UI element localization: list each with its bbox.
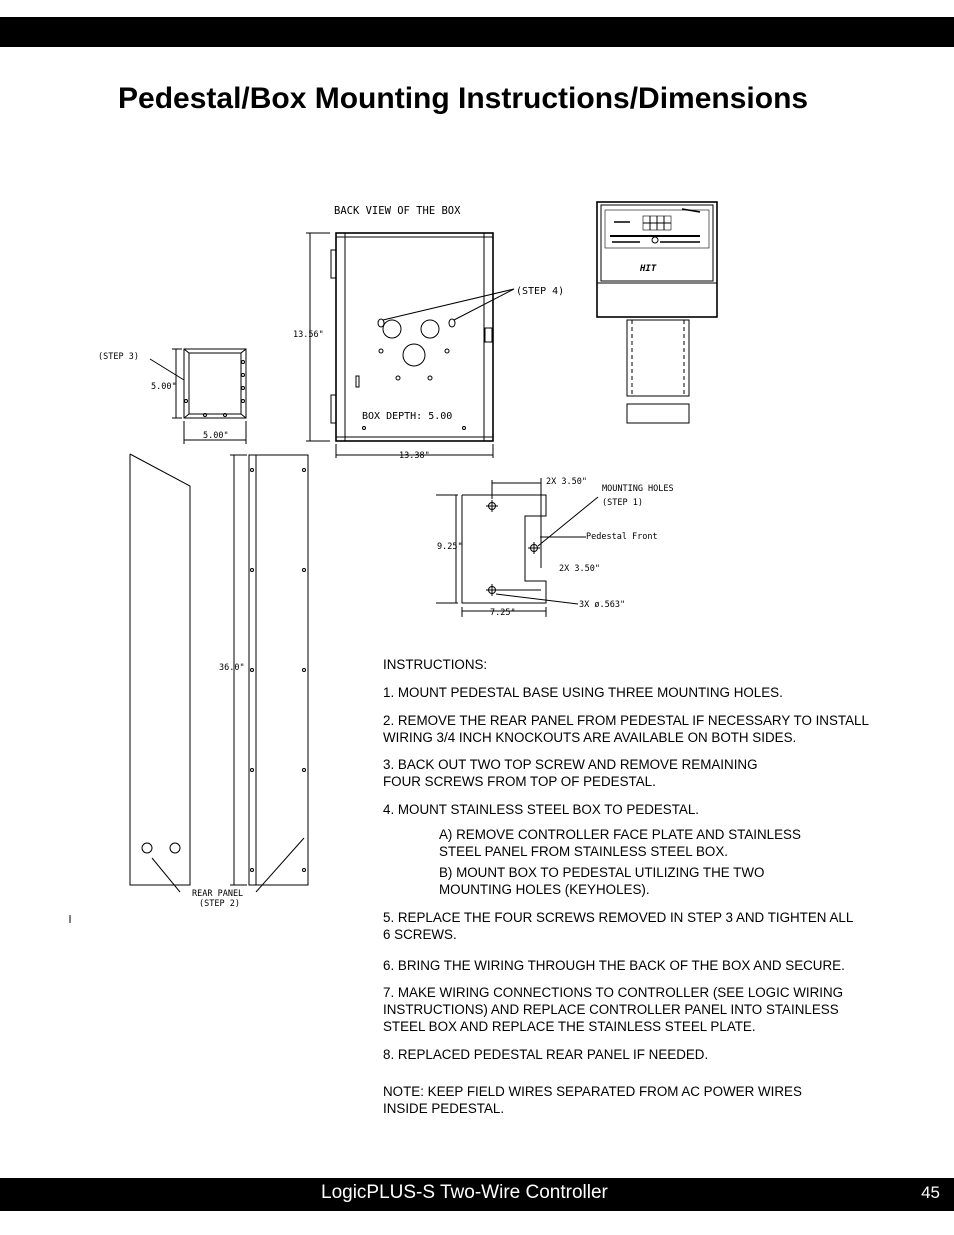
pedestal-front-label: Pedestal Front — [586, 532, 658, 542]
spacing-top-label: 2X 3.50" — [546, 477, 587, 487]
step4-label: (STEP 4) — [516, 286, 564, 297]
hole-diameter-label: 3X ø.563" — [579, 600, 625, 610]
instruction-note: NOTE: KEEP FIELD WIRES SEPARATED FROM AC… — [383, 1084, 802, 1116]
instruction-step-4: 4. MOUNT STAINLESS STEEL BOX TO PEDESTAL… — [383, 802, 700, 817]
header-bar — [0, 17, 954, 47]
brand-logo: HIT — [639, 264, 657, 274]
page-title: Pedestal/Box Mounting Instructions/Dimen… — [118, 82, 809, 115]
pedestal-top-view — [149, 348, 247, 444]
base-width-label: 7.25" — [490, 608, 516, 618]
top-height-label: 5.00" — [151, 382, 177, 392]
instruction-step-3: 3. BACK OUT TWO TOP SCREW AND REMOVE REM… — [383, 757, 758, 789]
box-depth-label: BOX DEPTH: 5.00 — [362, 411, 452, 422]
instruction-step-5: 5. REPLACE THE FOUR SCREWS REMOVED IN ST… — [383, 910, 853, 942]
box-width-label: 13.38" — [399, 451, 430, 461]
back-view-box — [306, 232, 515, 458]
step3-label: (STEP 3) — [98, 352, 139, 362]
instruction-step-8: 8. REPLACED PEDESTAL REAR PANEL IF NEEDE… — [383, 1047, 709, 1062]
step1-label: (STEP 1) — [602, 498, 643, 508]
base-height-label: 9.25" — [437, 542, 463, 552]
instruction-step-7: 7. MAKE WIRING CONNECTIONS TO CONTROLLER… — [383, 985, 844, 1034]
spacing-bottom-label: 2X 3.50" — [559, 564, 600, 574]
footer-title: LogicPLUS-S Two-Wire Controller — [321, 1182, 608, 1203]
mounting-holes-label: MOUNTING HOLES — [602, 484, 674, 494]
footer-bar: LogicPLUS-S Two-Wire Controller 45 — [0, 1178, 954, 1211]
instructions-heading: INSTRUCTIONS: — [383, 657, 488, 672]
front-view-controller — [596, 201, 718, 424]
instruction-step-4a: A) REMOVE CONTROLLER FACE PLATE AND STAI… — [439, 827, 801, 859]
pedestal-base-view — [436, 478, 599, 617]
mounting-drawing: BACK VIEW OF THE BOX (STEP 4) 13.56" 13.… — [69, 201, 718, 923]
top-width-label: 5.00" — [203, 431, 229, 441]
back-view-label: BACK VIEW OF THE BOX — [334, 205, 461, 217]
page-number: 45 — [921, 1183, 940, 1202]
instruction-step-1: 1. MOUNT PEDESTAL BASE USING THREE MOUNT… — [383, 685, 783, 700]
instruction-step-2: 2. REMOVE THE REAR PANEL FROM PEDESTAL I… — [383, 713, 869, 745]
instruction-step-6: 6. BRING THE WIRING THROUGH THE BACK OF … — [383, 958, 845, 973]
pedestal-side-view — [69, 453, 309, 923]
step2-label: (STEP 2) — [199, 899, 240, 909]
rear-panel-label: REAR PANEL — [192, 889, 243, 899]
instruction-step-4b: B) MOUNT BOX TO PEDESTAL UTILIZING THE T… — [439, 865, 765, 897]
pedestal-height-label: 36.0" — [219, 663, 245, 673]
box-height-label: 13.56" — [293, 330, 324, 340]
